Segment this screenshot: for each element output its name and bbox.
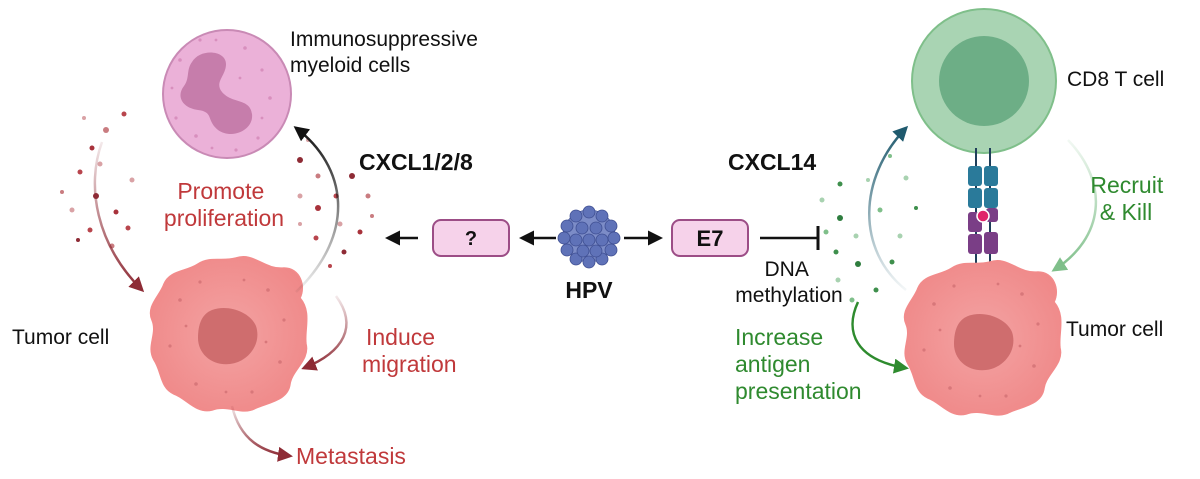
arrow-myeloid-to-tumor xyxy=(93,141,145,293)
hpv-virus-icon xyxy=(557,205,621,269)
tumor-cell-right-label: Tumor cell xyxy=(1066,318,1163,341)
tumor-cell-left-label: Tumor cell xyxy=(12,326,109,349)
chemokine-dots-right xyxy=(819,154,918,303)
promote-proliferation-label: Promote proliferation xyxy=(164,178,284,231)
tumor-cell-right-icon xyxy=(903,260,1062,416)
tcr-mhc-receptor-icon xyxy=(968,148,998,270)
unknown-factor-label: ? xyxy=(465,228,477,250)
inhibition-symbol xyxy=(760,226,820,250)
arrow-recruit-kill xyxy=(1051,139,1098,272)
chemokine-dots-left xyxy=(60,111,135,249)
metastasis-label: Metastasis xyxy=(296,443,406,469)
tumor-cell-left-icon xyxy=(149,256,308,412)
cxcl128-label: CXCL1/2/8 xyxy=(359,149,473,175)
cd8-tcell-icon xyxy=(911,8,1057,154)
increase-antigen-label: Increase antigen presentation xyxy=(735,324,862,404)
arrow-tumor-to-tcell xyxy=(868,125,909,291)
unknown-factor-box: ? xyxy=(432,219,510,257)
arrow-increase-antigen xyxy=(851,301,909,374)
hpv-label: HPV xyxy=(565,277,613,303)
cxcl14-label: CXCL14 xyxy=(728,149,816,175)
induce-migration-label: Induce migration xyxy=(362,324,457,377)
arrow-induce-migration xyxy=(301,295,348,371)
arrow-tumor-to-myeloid xyxy=(293,126,340,293)
recruit-kill-label: Recruit & Kill xyxy=(1090,172,1169,225)
arrow-metastasis xyxy=(230,405,293,462)
e7-box: E7 xyxy=(671,219,749,257)
cd8-tcell-label: CD8 T cell xyxy=(1067,68,1164,91)
myeloid-cell-icon xyxy=(162,29,292,159)
myeloid-label: Immunosuppressive myeloid cells xyxy=(290,28,484,77)
e7-label: E7 xyxy=(697,226,724,251)
dna-methylation-label: DNA methylation xyxy=(735,258,842,307)
